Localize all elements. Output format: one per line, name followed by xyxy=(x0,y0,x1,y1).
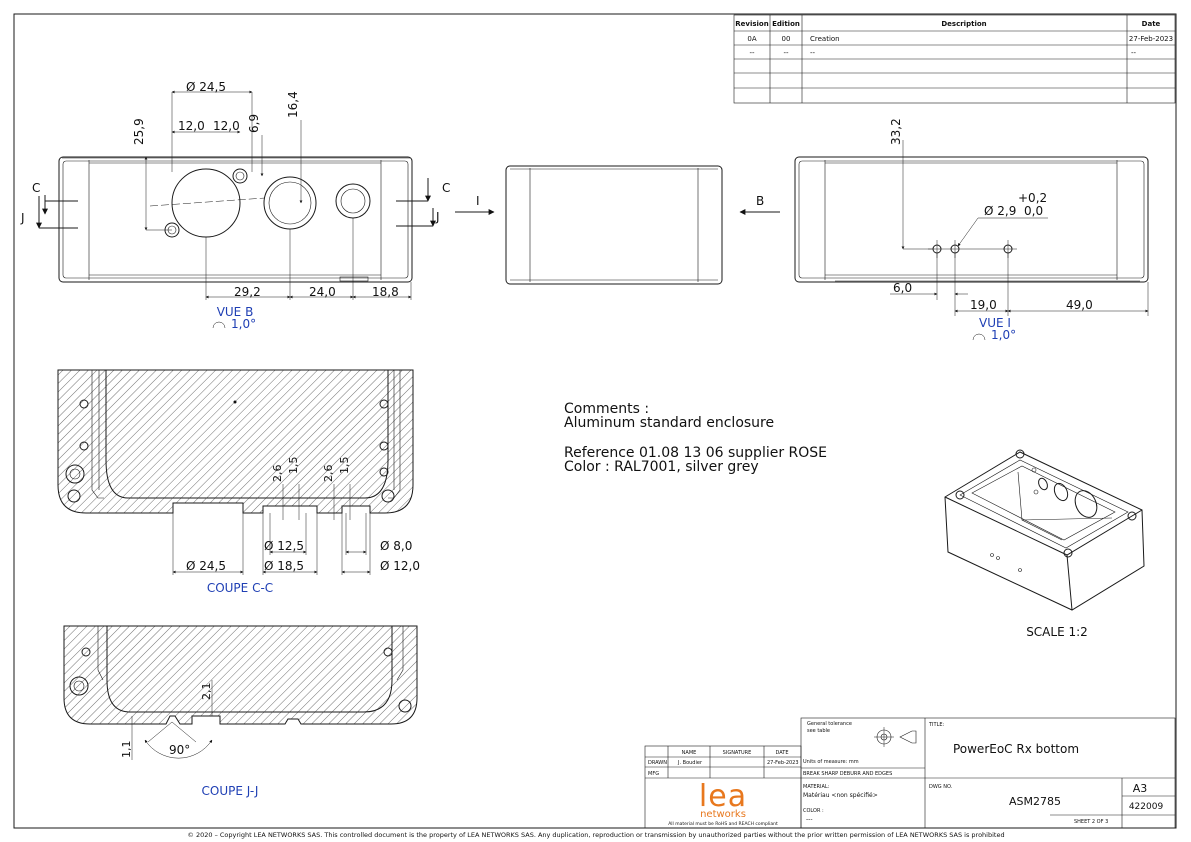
copyright-footer: © 2020 – Copyright LEA NETWORKS SAS. Thi… xyxy=(187,831,1004,839)
side-view: I B xyxy=(455,165,780,285)
dim-front-diam-24-5: Ø 24,5 xyxy=(186,80,226,94)
color-value: --- xyxy=(806,816,813,823)
drawn-label: DRAWN xyxy=(648,760,667,766)
dim-cc-1-5-b: 1,5 xyxy=(338,457,351,475)
comment-line-1: Comments : xyxy=(564,401,649,417)
dwg-number: ASM2785 xyxy=(1009,795,1061,808)
dim-cc-diam-12-5: Ø 12,5 xyxy=(264,539,304,553)
part-code: 422009 xyxy=(1129,802,1164,812)
dim-back-49-0: 49,0 xyxy=(1066,298,1093,312)
dim-cc-diam-8-0: Ø 8,0 xyxy=(380,539,412,553)
drawn-name: J. Boudier xyxy=(677,760,703,766)
rev-row2-date: -- xyxy=(1131,49,1137,57)
comment-line-3: Reference 01.08 13 06 supplier ROSE xyxy=(564,445,827,461)
drawn-date: 27-Feb-2023 xyxy=(767,760,799,766)
view-i-label: VUE I xyxy=(979,316,1011,330)
dim-front-18-8: 18,8 xyxy=(372,285,399,299)
dim-cc-diam-18-5: Ø 18,5 xyxy=(264,559,304,573)
units-text: Units of measure: mm xyxy=(803,759,859,765)
sheet-border xyxy=(13,13,1177,829)
rev-row2-edition: -- xyxy=(783,49,789,57)
dim-back-33-2: 33,2 xyxy=(889,118,903,145)
drawing-title: PowerEoC Rx bottom xyxy=(953,742,1079,756)
arrow-i-label: I xyxy=(476,194,480,208)
sheet-number: SHEET 2 OF 3 xyxy=(1074,819,1108,825)
dim-back-6-0: 6,0 xyxy=(893,281,912,295)
front-view: Ø 24,5 12,0 12,0 25,9 6,9 16,4 29,2 24,0… xyxy=(20,80,450,331)
sheet-size: A3 xyxy=(1133,782,1148,795)
comment-line-4: Color : RAL7001, silver grey xyxy=(564,459,759,475)
dim-front-6-9: 6,9 xyxy=(247,114,261,133)
material-value: Matériau <non spécifié> xyxy=(803,792,878,799)
section-jj-label: COUPE J-J xyxy=(202,784,259,798)
section-j-left: J xyxy=(20,211,25,225)
revision-table: Revision Edition Description Date 0A 00 … xyxy=(733,14,1176,104)
section-j-j: 2,1 1,1 90° COUPE J-J xyxy=(63,625,418,798)
section-c-c: 2,6 1,5 2,6 1,5 Ø 12,5 Ø 8,0 Ø 24,5 Ø 18… xyxy=(57,369,420,595)
iso-scale-label: SCALE 1:2 xyxy=(1026,625,1088,639)
title-label: TITLE: xyxy=(928,722,945,728)
company-logo-sub: networks xyxy=(700,809,746,820)
dim-cc-1-5-a: 1,5 xyxy=(287,457,300,475)
rev-header-description: Description xyxy=(941,20,986,28)
rev-row1-revision: 0A xyxy=(747,35,756,43)
material-label: MATERIAL: xyxy=(803,784,830,790)
compliance-text: All material must be RoHS and REACH comp… xyxy=(668,821,778,827)
rev-row1-date: 27-Feb-2023 xyxy=(1129,35,1173,43)
dim-jj-2-1: 2,1 xyxy=(200,683,213,701)
projection-symbol-icon xyxy=(899,730,917,744)
company-logo-word: lea xyxy=(699,779,747,814)
dim-back-tol-zero: 0,0 xyxy=(1024,204,1043,218)
sig-header-name: NAME xyxy=(682,750,697,756)
back-view: 33,2 +0,2 Ø 2,9 0,0 6,0 19,0 49,0 VUE I … xyxy=(794,118,1149,342)
section-j-right: J xyxy=(435,210,440,224)
rev-row1-edition: 00 xyxy=(782,35,791,43)
dim-front-29-2: 29,2 xyxy=(234,285,261,299)
tolerance-line-1: General tolerance xyxy=(807,721,852,727)
mfg-label: MFG xyxy=(648,771,659,777)
sig-header-signature: SIGNATURE xyxy=(723,750,752,756)
dim-back-tol-plus: +0,2 xyxy=(1018,191,1047,205)
dim-cc-diam-24-5: Ø 24,5 xyxy=(186,559,226,573)
dim-back-diam-2-9: Ø 2,9 xyxy=(984,204,1016,218)
color-label: COLOR : xyxy=(803,808,824,814)
title-block: General tolerance see table Units of mea… xyxy=(644,717,1176,829)
dim-cc-2-6-b: 2,6 xyxy=(322,465,335,483)
rev-row2-description: -- xyxy=(810,49,816,57)
dim-jj-90-deg: 90° xyxy=(169,743,190,757)
rev-row2-revision: -- xyxy=(749,49,755,57)
view-i-angle: 1,0° xyxy=(991,328,1016,342)
dim-front-12-0-b: 12,0 xyxy=(213,119,240,133)
dim-front-12-0-a: 12,0 xyxy=(178,119,205,133)
tolerance-line-2: see table xyxy=(807,728,830,734)
arrow-b-label: B xyxy=(756,194,764,208)
rev-header-date: Date xyxy=(1142,20,1161,28)
dim-front-24-0: 24,0 xyxy=(309,285,336,299)
dim-cc-diam-12-0: Ø 12,0 xyxy=(380,559,420,573)
dim-jj-1-1: 1,1 xyxy=(120,741,133,759)
sig-header-date: DATE xyxy=(775,750,788,756)
rev-row1-description: Creation xyxy=(810,35,840,43)
dwg-label: DWG NO. xyxy=(929,784,953,790)
view-b-angle: 1,0° xyxy=(231,317,256,331)
rev-header-revision: Revision xyxy=(735,20,768,28)
comment-line-2: Aluminum standard enclosure xyxy=(564,415,774,431)
section-c-left: C xyxy=(32,181,40,195)
comments-block: Comments : Aluminum standard enclosure R… xyxy=(564,401,827,475)
section-cc-label: COUPE C-C xyxy=(207,581,273,595)
isometric-view: SCALE 1:2 xyxy=(944,449,1145,639)
section-c-right: C xyxy=(442,181,450,195)
dim-cc-2-6-a: 2,6 xyxy=(271,465,284,483)
dim-front-16-4: 16,4 xyxy=(286,91,300,118)
dim-front-25-9: 25,9 xyxy=(132,118,146,145)
dim-back-19-0: 19,0 xyxy=(970,298,997,312)
breaks-text: BREAK SHARP DEBURR AND EDGES xyxy=(803,771,892,777)
view-b-label: VUE B xyxy=(217,305,254,319)
rev-header-edition: Edition xyxy=(772,20,800,28)
